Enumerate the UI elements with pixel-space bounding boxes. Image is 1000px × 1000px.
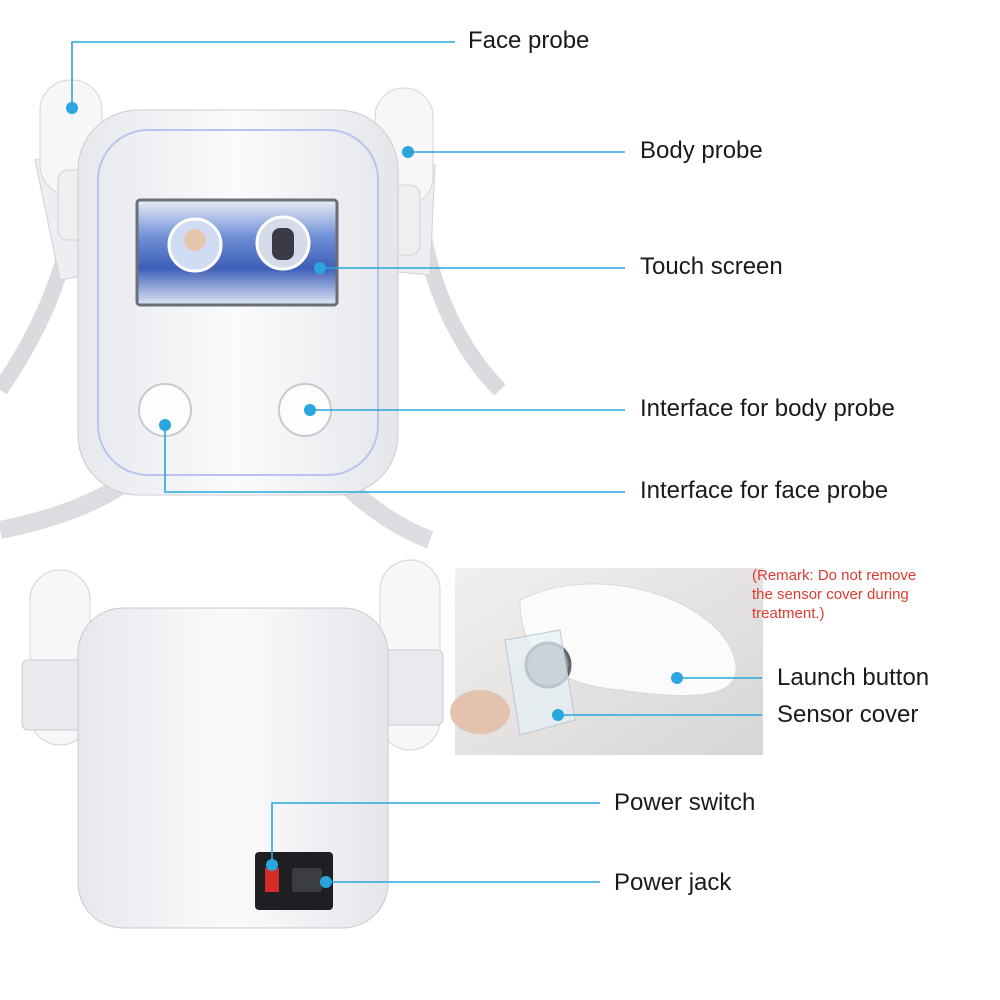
front-device-glow bbox=[97, 129, 379, 476]
label-power-jack: Power jack bbox=[614, 869, 732, 896]
label-interface-body-probe: Interface for body probe bbox=[640, 395, 895, 422]
power-jack-socket bbox=[292, 868, 322, 892]
body-mode-figure bbox=[272, 228, 294, 260]
leader-interface-face bbox=[164, 425, 625, 493]
remark-line-3: treatment.) bbox=[752, 605, 825, 622]
remark-line-1: (Remark: Do not remove bbox=[752, 567, 917, 584]
probe-closeup-photo bbox=[450, 568, 763, 755]
dot-sensor-cover bbox=[552, 709, 564, 721]
dot-face-probe bbox=[66, 102, 78, 114]
label-face-probe: Face probe bbox=[468, 27, 590, 54]
leader-lines bbox=[71, 41, 762, 883]
label-sensor-cover: Sensor cover bbox=[777, 701, 919, 728]
back-device-body bbox=[77, 607, 389, 929]
label-body-probe: Body probe bbox=[640, 137, 763, 164]
label-interface-face-probe: Interface for face probe bbox=[640, 477, 889, 504]
closeup-hand bbox=[450, 690, 510, 734]
back-device bbox=[21, 559, 444, 929]
closeup-sensor-cover bbox=[504, 629, 576, 736]
front-device bbox=[0, 79, 506, 549]
face-mode-face bbox=[184, 229, 206, 251]
dot-body-probe bbox=[402, 146, 414, 158]
dot-touch-screen bbox=[314, 262, 326, 274]
dot-power-jack bbox=[320, 876, 332, 888]
remark-line-2: the sensor cover during bbox=[752, 586, 909, 603]
dot-interface-face bbox=[159, 419, 171, 431]
dot-interface-body bbox=[304, 404, 316, 416]
dot-power-switch bbox=[266, 859, 278, 871]
leader-power-switch bbox=[271, 802, 600, 865]
label-launch-button: Launch button bbox=[777, 664, 930, 691]
sensor-cover-remark: (Remark: Do not remove the sensor cover … bbox=[752, 566, 916, 623]
power-switch-rocker bbox=[265, 868, 279, 892]
dot-launch-button bbox=[671, 672, 683, 684]
label-power-switch: Power switch bbox=[614, 789, 756, 816]
back-left-probe-vent bbox=[21, 659, 85, 731]
label-touch-screen: Touch screen bbox=[640, 253, 783, 280]
callout-dots bbox=[66, 102, 683, 888]
leader-face-probe bbox=[71, 41, 455, 108]
